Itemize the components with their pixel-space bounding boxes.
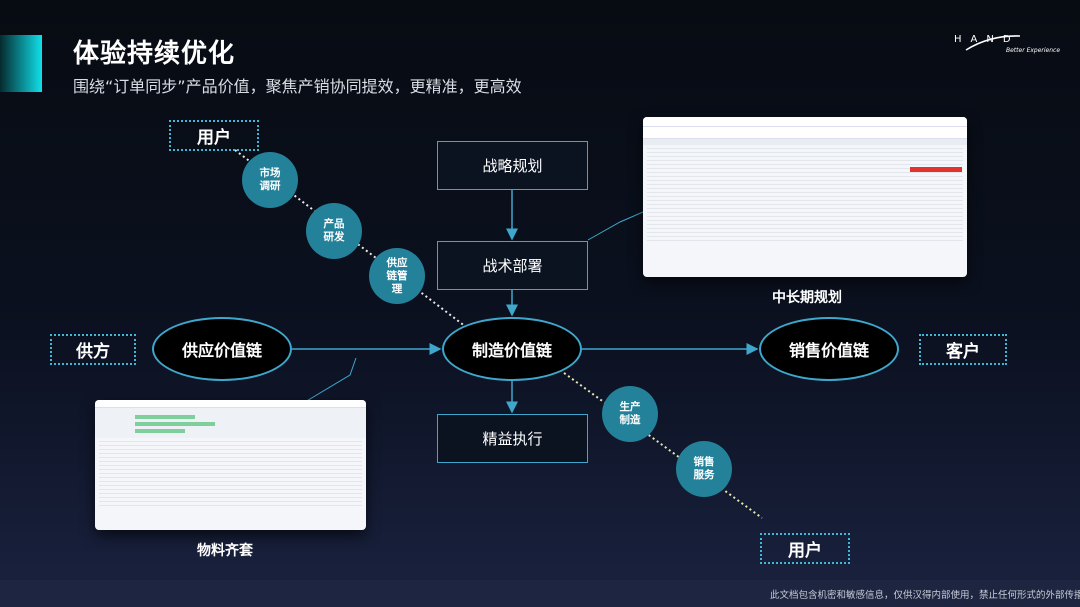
material-screenshot <box>95 400 366 530</box>
stage-production: 生产制造 <box>602 386 658 442</box>
confidentiality-notice: 此文档包含机密和敏感信息，仅供汉得内部使用，禁止任何形式的外部传播 <box>770 590 1080 601</box>
customer-box: 客户 <box>919 334 1007 365</box>
stage-supply-chain-mgmt: 供应链管理 <box>369 248 425 304</box>
hand-logo: HAND Better Experience <box>954 34 1060 54</box>
page-subtitle: 围绕“订单同步”产品价值，聚焦产销协同提效，更精准，更高效 <box>73 77 522 96</box>
dotted-path-downstream <box>559 369 763 519</box>
user-box-top: 用户 <box>169 120 259 151</box>
dotted-path-upstream <box>234 149 471 331</box>
user-box-bottom: 用户 <box>760 533 850 564</box>
planning-screenshot <box>643 117 967 277</box>
supplier-box: 供方 <box>50 334 136 365</box>
tactical-deployment-box: 战术部署 <box>437 241 588 290</box>
page-title: 体验持续优化 <box>73 39 236 69</box>
planning-callout-line <box>587 211 644 241</box>
svg-text:Better Experience: Better Experience <box>1006 47 1060 54</box>
supply-value-chain: 供应价值链 <box>152 317 292 381</box>
material-callout-line <box>304 357 357 403</box>
material-caption: 物料齐套 <box>197 543 253 559</box>
highlight-cell <box>910 167 962 172</box>
footer-band <box>0 580 1080 607</box>
sales-value-chain: 销售价值链 <box>759 317 899 381</box>
svg-text:HAND: HAND <box>954 34 1020 45</box>
lean-execution-box: 精益执行 <box>437 414 588 463</box>
stage-product-rd: 产品研发 <box>306 203 362 259</box>
strategy-planning-box: 战略规划 <box>437 141 588 190</box>
manufacturing-value-chain: 制造价值链 <box>442 317 582 381</box>
planning-caption: 中长期规划 <box>772 290 842 306</box>
title-accent-bar <box>0 35 42 92</box>
stage-market-research: 市场调研 <box>242 152 298 208</box>
stage-sales-service: 销售服务 <box>676 441 732 497</box>
